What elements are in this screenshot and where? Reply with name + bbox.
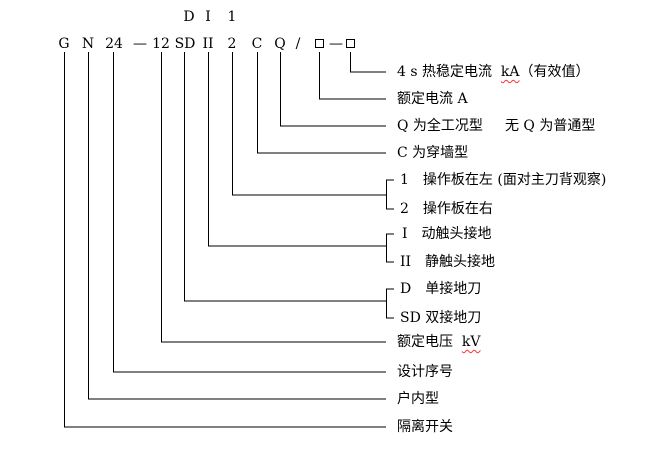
label-single-earth: D 单接地刀 xyxy=(400,281,482,297)
line-c-type xyxy=(257,52,386,154)
line-q-type xyxy=(280,52,386,127)
code-dash-1: — xyxy=(133,36,147,52)
code-slash: / xyxy=(295,36,301,52)
code-top-d: D xyxy=(183,9,195,25)
line-design-serial xyxy=(113,52,386,373)
code-ii: II xyxy=(202,36,214,52)
label-rated-current: 额定电流 A xyxy=(397,91,468,107)
label-short-circuit-unit: kA xyxy=(500,64,520,80)
bracket-earthing xyxy=(386,288,394,319)
label-c-type: C 为穿墙型 xyxy=(397,145,469,161)
label-short-circuit-current: 4 s 热稳定电流 kA（有效值） xyxy=(397,64,590,80)
label-rated-voltage: 额定电压 kV xyxy=(397,334,481,350)
line-rated-voltage xyxy=(161,52,386,343)
label-q-none: 无 Q 为普通型 xyxy=(504,118,596,134)
code-box-short-circuit xyxy=(346,39,355,48)
label-rated-voltage-unit: kV xyxy=(461,334,481,350)
label-indoor-type: 户内型 xyxy=(397,391,439,407)
code-q: Q xyxy=(274,36,286,52)
line-panel-position xyxy=(232,52,386,196)
label-moving-contact: I 动触头接地 xyxy=(402,226,492,242)
code-dash-2: — xyxy=(329,36,343,52)
line-earthing-knife xyxy=(184,52,386,302)
code-c: C xyxy=(251,36,263,52)
code-sd: SD xyxy=(174,36,196,52)
code-24: 24 xyxy=(105,36,123,52)
label-static-contact: II 静触头接地 xyxy=(400,254,496,270)
label-design-serial: 设计序号 xyxy=(397,364,453,380)
code-12: 12 xyxy=(152,36,170,52)
code-box-rated-current xyxy=(315,39,324,48)
line-contact-earthing xyxy=(208,52,386,247)
code-top-1: 1 xyxy=(227,9,237,25)
label-double-earth: SD 双接地刀 xyxy=(400,310,482,326)
line-short-circuit-current xyxy=(350,52,386,73)
label-panel-right: 2 操作板在右 xyxy=(400,201,493,217)
line-indoor-type xyxy=(88,52,386,400)
bracket-contact xyxy=(386,233,394,263)
line-isolating-switch xyxy=(64,52,386,428)
code-g: G xyxy=(58,36,70,52)
code-top-i: I xyxy=(205,9,211,25)
code-2: 2 xyxy=(227,36,237,52)
label-isolating-switch: 隔离开关 xyxy=(397,419,453,435)
code-n: N xyxy=(81,36,95,52)
label-panel-left: 1 操作板在左 (面对主刀背观察) xyxy=(400,172,607,188)
bracket-panel xyxy=(386,179,394,210)
line-rated-current xyxy=(319,52,386,100)
label-q-type: Q 为全工况型无 Q 为普通型 xyxy=(397,118,596,134)
